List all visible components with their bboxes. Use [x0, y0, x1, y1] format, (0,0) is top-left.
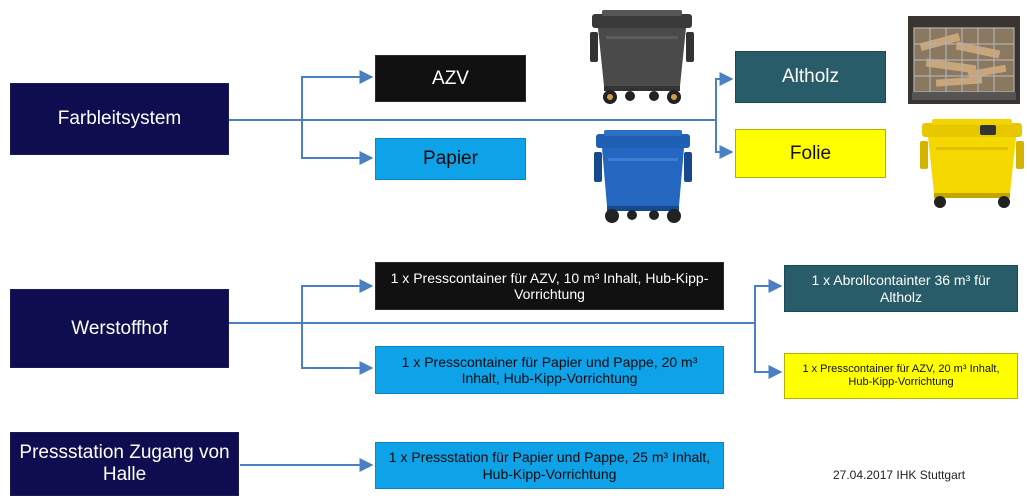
presscontainer-papier-label: 1 x Presscontainer für Papier und Pappe,…	[401, 353, 698, 386]
arrow-to-presscontainer-azv	[301, 279, 374, 323]
pressstation-box: Pressstation Zugang von Halle	[10, 432, 239, 496]
arrow-to-altholz	[715, 72, 734, 120]
presscontainer-papier-box: 1 x Presscontainer für Papier und Pappe,…	[375, 346, 724, 394]
folie-label: Folie	[789, 142, 832, 164]
blue-bin-image	[594, 130, 692, 223]
pressstation-papier-label: 1 x Pressstation für Papier und Pappe, 2…	[388, 449, 711, 482]
arrow-to-presscontainer-azv-20	[754, 323, 783, 379]
arrow-to-azv	[301, 70, 374, 120]
folie-box: Folie	[735, 129, 886, 178]
grey-bin-image	[590, 10, 694, 104]
pressstation-papier-box: 1 x Pressstation für Papier und Pappe, 2…	[375, 442, 724, 489]
presscontainer-azv-20-box: 1 x Presscontainer für AZV, 20 m³ Inhalt…	[784, 353, 1018, 399]
farbleitsystem-box: Farbleitsystem	[10, 83, 229, 155]
azv-box: AZV	[375, 55, 526, 102]
footer-date-source: 27.04.2017 IHK Stuttgart	[833, 468, 966, 482]
arrow-to-folie	[715, 120, 734, 159]
werstoffhof-label: Werstoffhof	[71, 317, 168, 339]
werstoffhof-box: Werstoffhof	[10, 289, 229, 368]
yellow-bin-image	[920, 119, 1024, 208]
wood-cage-image	[908, 16, 1020, 104]
papier-box: Papier	[375, 138, 526, 180]
arrow-to-presscontainer-papier	[301, 323, 374, 375]
altholz-box: Altholz	[735, 51, 886, 103]
farbleitsystem-label: Farbleitsystem	[57, 108, 182, 130]
presscontainer-azv-20-label: 1 x Presscontainer für AZV, 20 m³ Inhalt…	[802, 363, 1000, 388]
arrow-to-papier	[301, 120, 374, 165]
arrow-to-abrollcontainer	[754, 279, 783, 323]
papier-label: Papier	[423, 148, 478, 170]
presscontainer-azv-box: 1 x Presscontainer für AZV, 10 m³ Inhalt…	[375, 262, 724, 310]
altholz-label: Altholz	[781, 66, 840, 88]
pressstation-label: Pressstation Zugang von Halle	[19, 442, 230, 485]
presscontainer-azv-label: 1 x Presscontainer für AZV, 10 m³ Inhalt…	[390, 269, 709, 302]
abrollcontainer-box: 1 x Abrollcontainter 36 m³ für Altholz	[784, 265, 1018, 312]
abrollcontainer-label: 1 x Abrollcontainter 36 m³ für Altholz	[811, 272, 991, 305]
azv-label: AZV	[432, 67, 469, 89]
